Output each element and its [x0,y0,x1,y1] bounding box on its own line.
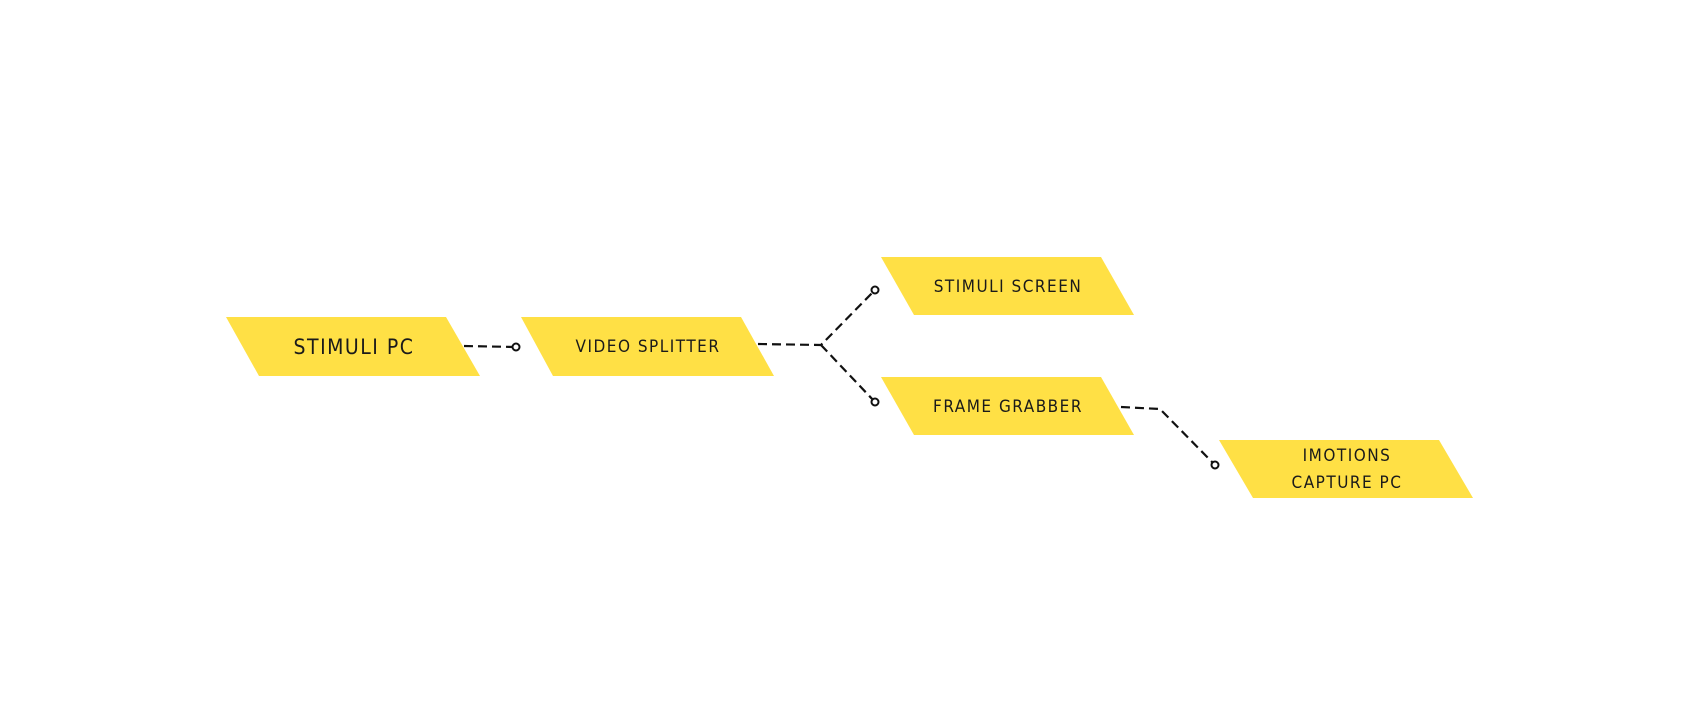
node-label: VIDEO SPLITTER [576,337,721,357]
connector-endpoint [511,342,521,352]
node-label: FRAME GRABBER [933,397,1083,417]
node-label-line-1: IMOTIONS [1303,446,1392,466]
connector-endpoint [870,397,880,407]
node-frame-grabber: FRAME GRABBER [881,377,1134,435]
edge-video-splitter-to-frame-grabber [820,344,880,407]
edge-video-splitter-to-stimuli-screen [757,285,880,347]
node-label: STIMULI PC [294,335,415,359]
connector-endpoint [1210,460,1220,470]
node-label-line-2: CAPTURE PC [1292,473,1403,493]
connector-endpoint [870,285,880,295]
node-label: STIMULI SCREEN [934,277,1083,297]
edge-stimuli-pc-to-video-splitter [463,342,521,352]
node-stimuli-pc: STIMULI PC [226,317,480,376]
node-imotions-capture-pc: IMOTIONS CAPTURE PC [1219,440,1473,498]
node-stimuli-screen: STIMULI SCREEN [881,257,1134,315]
edge-frame-grabber-to-imotions [1120,405,1220,470]
node-video-splitter: VIDEO SPLITTER [521,317,774,376]
